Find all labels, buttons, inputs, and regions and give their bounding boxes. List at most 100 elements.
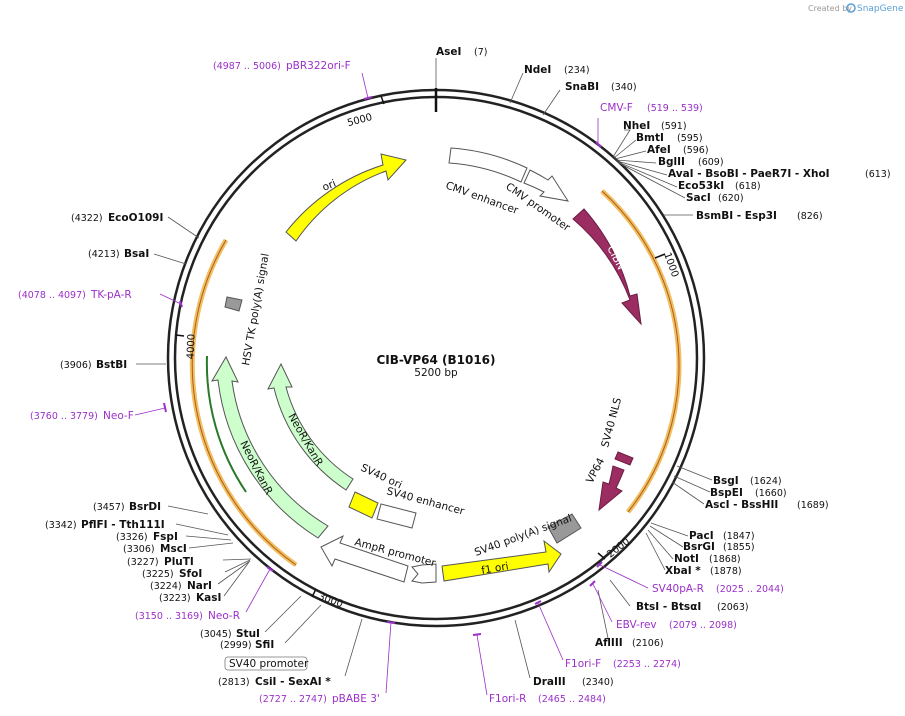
primer-cmv-f-pos: (519 .. 539) [647,103,703,114]
primer-sv40pa-r-label[interactable]: SV40pA-R [652,583,704,595]
enzyme-ndei-label[interactable]: NdeI [524,64,551,76]
enzyme-noti-label[interactable]: NotI [674,553,699,565]
sv40-ori-feature[interactable] [348,491,379,519]
enzyme-pluti-label[interactable]: PluTI [164,556,194,568]
enzyme-eco0109i-label[interactable]: EcoO109I [108,212,163,224]
enzyme-sfii-label[interactable]: SfiI [255,639,274,651]
enzyme-afei-pos: (596) [683,145,709,156]
enzyme-csii-label[interactable]: CsiI - SexAI * [255,676,331,688]
enzyme-kasi-label[interactable]: KasI [196,592,221,604]
primer-neo-r-label[interactable]: Neo-R [208,610,240,622]
enzyme-asci-label[interactable]: AscI - BssHII [705,499,778,511]
enzyme-paci-label[interactable]: PacI [689,530,714,542]
ori-feature[interactable] [285,153,407,242]
primer-pbabe3-pos: (2727 .. 2747) [259,694,327,705]
primer-f1ori-f-pos: (2253 .. 2274) [613,659,681,670]
hsv-tk-feature[interactable] [224,296,243,312]
primer-neo-f-label[interactable]: Neo-F [103,410,134,422]
sv40-promoter-box[interactable] [224,656,308,671]
tick-label-4000: 4000 [186,334,198,360]
enzyme-btsi-label[interactable]: BtsI - BtsαI [636,601,701,613]
enzyme-eco53ki-label[interactable]: Eco53kI [678,180,724,192]
vp64-feature[interactable] [598,465,625,512]
enzyme-saci-pos: (620) [718,193,744,204]
f1ori-f-marker [534,600,542,605]
orf-arc-left-line [191,239,297,566]
primer-pbabe3-label[interactable]: pBABE 3' [332,693,380,705]
enzyme-nari-label[interactable]: NarI [187,580,212,592]
enzyme-bsrgi-pos: (1855) [723,542,755,553]
ampr-promoter-feature[interactable] [320,534,409,583]
feature-label-hsv-tk: HSV TK poly(A) signal [240,252,272,366]
enzyme-msci-label[interactable]: MscI [160,543,187,555]
enzyme-draiii-label[interactable]: DraIII [533,676,566,688]
enzyme-bstbi-label[interactable]: BstBI [96,359,127,371]
sv40-polya-feature[interactable] [547,513,582,544]
enzyme-stui-pos: (3045) [200,629,232,640]
enzyme-bsai-label[interactable]: BsaI [124,248,149,260]
small-promoter-feature[interactable] [411,563,437,584]
neor-outer-feature[interactable] [211,355,329,539]
enzyme-bsmbi-pos: (826) [797,211,823,222]
enzyme-bsrgi-label[interactable]: BsrGI [683,541,715,553]
tick-mark-2000 [597,552,606,560]
enzyme-sfoi-label[interactable]: SfoI [179,568,202,580]
enzyme-afliii-label[interactable]: AflIII [595,637,623,649]
enzyme-bsmbi-label[interactable]: BsmBI - Esp3I [696,210,777,222]
enzyme-asei-label[interactable]: AseI [436,46,461,58]
enzyme-saci-label[interactable]: SacI [686,192,711,204]
brand-text: SnapGene [857,4,904,14]
enzyme-snabi-label[interactable]: SnaBI [565,81,599,93]
enzyme-kasi-pos: (3223) [159,593,191,604]
enzyme-xbai-label[interactable]: XbaI * [665,565,701,577]
plasmid-name: CIB-VP64 (B1016) [377,353,496,367]
enzyme-bsgi-label[interactable]: BsgI [713,475,739,487]
enzyme-afei-label[interactable]: AfeI [647,144,671,156]
enzyme-paci-pos: (1847) [723,531,755,542]
enzyme-msci-pos: (3306) [123,544,155,555]
enzyme-bspei-label[interactable]: BspEI [710,487,743,499]
tick-label-5000: 5000 [346,112,373,129]
primer-tk-pa-r-label[interactable]: TK-pA-R [90,289,132,301]
enzyme-bmti-label[interactable]: BmtI [636,132,664,144]
tick-mark-3000 [311,588,317,598]
cmv-promoter-feature[interactable] [523,169,570,202]
enzyme-pflfi-pos: (3342) [45,520,77,531]
primer-pbr322ori-f-label[interactable]: pBR322ori-F [286,60,351,72]
primer-sv40pa-r-pos: (2025 .. 2044) [716,584,784,595]
enzyme-bsrdi-label[interactable]: BsrDI [129,501,161,513]
orf-arc-right-line [601,190,680,513]
sv40-nls-feature[interactable] [614,451,634,466]
enzyme-bspei-pos: (1660) [755,488,787,499]
primer-f1ori-r-label[interactable]: F1ori-R [489,693,526,705]
enzyme-avai-group-label[interactable]: AvaI - BsoBI - PaeR7I - XhoI [668,168,830,180]
enzyme-bmti-pos: (595) [677,133,703,144]
enzyme-sfoi-pos: (3225) [142,569,174,580]
enzyme-asci-pos: (1689) [797,500,829,511]
primer-f1ori-r-pos: (2465 .. 2484) [538,694,606,705]
sv40-enhancer-feature[interactable] [376,503,417,529]
enzyme-ndei-pos: (234) [564,65,590,76]
enzyme-bglii-label[interactable]: BglII [658,156,685,168]
primer-neo-f-pos: (3760 .. 3779) [30,411,98,422]
feature-label-ori: ori [321,178,338,194]
cmv-enhancer-feature[interactable] [448,147,528,183]
enzyme-asei-pos: (7) [474,47,487,58]
tick-mark-4000 [175,334,185,337]
enzyme-nhei-label[interactable]: NheI [623,120,650,132]
neor-inner-feature[interactable] [267,362,354,491]
primer-tk-pa-r-pos: (4078 .. 4097) [18,290,86,301]
enzyme-fspi-label[interactable]: FspI [153,531,178,543]
primer-leader-lines [134,72,649,696]
f1-ori-feature[interactable] [441,539,562,582]
primer-f1ori-f-label[interactable]: F1ori-F [565,658,601,670]
enzyme-stui-label[interactable]: StuI [236,628,260,640]
primer-cmv-f-label[interactable]: CMV-F [600,102,633,114]
tick-label-2000: 2000 [605,536,632,560]
enzyme-pflfi-label[interactable]: PflFI - Tth111I [81,519,165,531]
enzyme-draiii-pos: (2340) [582,677,614,688]
tick-label-1000: 1000 [661,251,680,279]
cibn-feature[interactable] [572,208,642,326]
primer-ebv-rev-label[interactable]: EBV-rev [616,619,657,631]
